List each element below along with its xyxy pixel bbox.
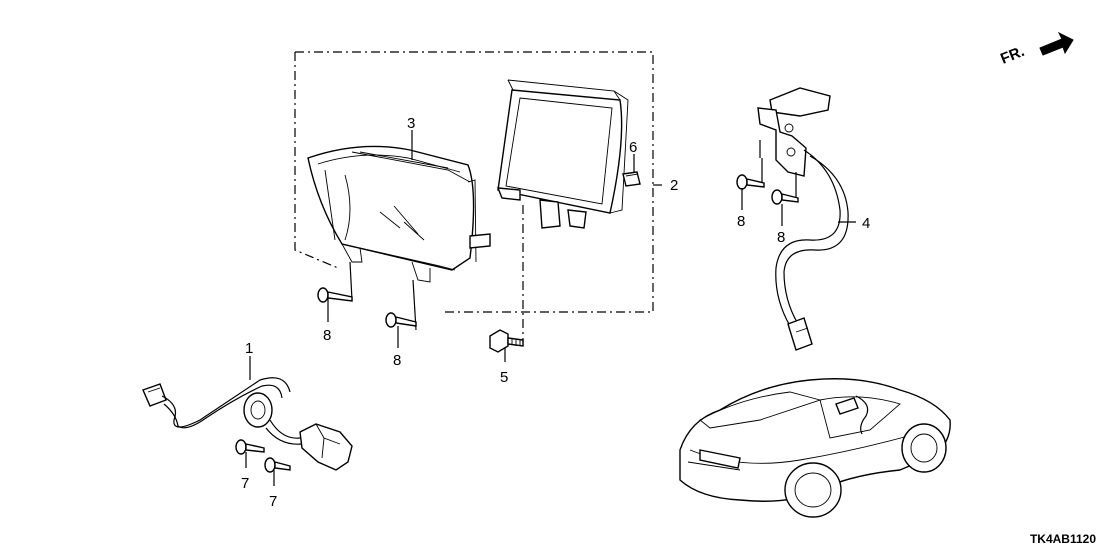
callout-2: 2 [670, 177, 678, 194]
direction-label: FR. [998, 43, 1027, 68]
callout-8d: 8 [777, 229, 785, 246]
diagram-code: TK4AB1120 [1030, 532, 1096, 546]
callout-8c: 8 [737, 213, 745, 230]
screw-icon [317, 287, 353, 303]
display-unit [496, 79, 629, 346]
screw-icon [264, 457, 291, 473]
callout-8b: 8 [393, 352, 401, 369]
callout-7a: 7 [241, 475, 249, 492]
vehicle-location-view [679, 378, 951, 518]
callout-5: 5 [500, 369, 508, 386]
screw-icon [771, 189, 799, 205]
direction-indicator: FR. [998, 31, 1074, 68]
callout-8a: 8 [323, 327, 331, 344]
direction-arrow-icon [1039, 31, 1074, 56]
callout-3: 3 [407, 115, 415, 132]
leader-lines [245, 130, 856, 486]
camera-harness [142, 377, 353, 471]
callout-4: 4 [862, 215, 870, 232]
assembly-frame [294, 51, 663, 313]
meter-assembly [307, 145, 491, 331]
bracket-harness [757, 87, 849, 351]
screw-icon [235, 439, 265, 455]
screw-icon [736, 174, 765, 190]
callout-7b: 7 [269, 493, 277, 510]
callout-6: 6 [629, 139, 637, 156]
screw-icon [385, 312, 417, 328]
callout-labels: 1 2 3 4 5 6 7 7 8 8 8 8 [241, 115, 870, 510]
clip-icon [622, 171, 641, 187]
callout-1: 1 [245, 340, 253, 357]
bolt-icon [489, 329, 524, 353]
